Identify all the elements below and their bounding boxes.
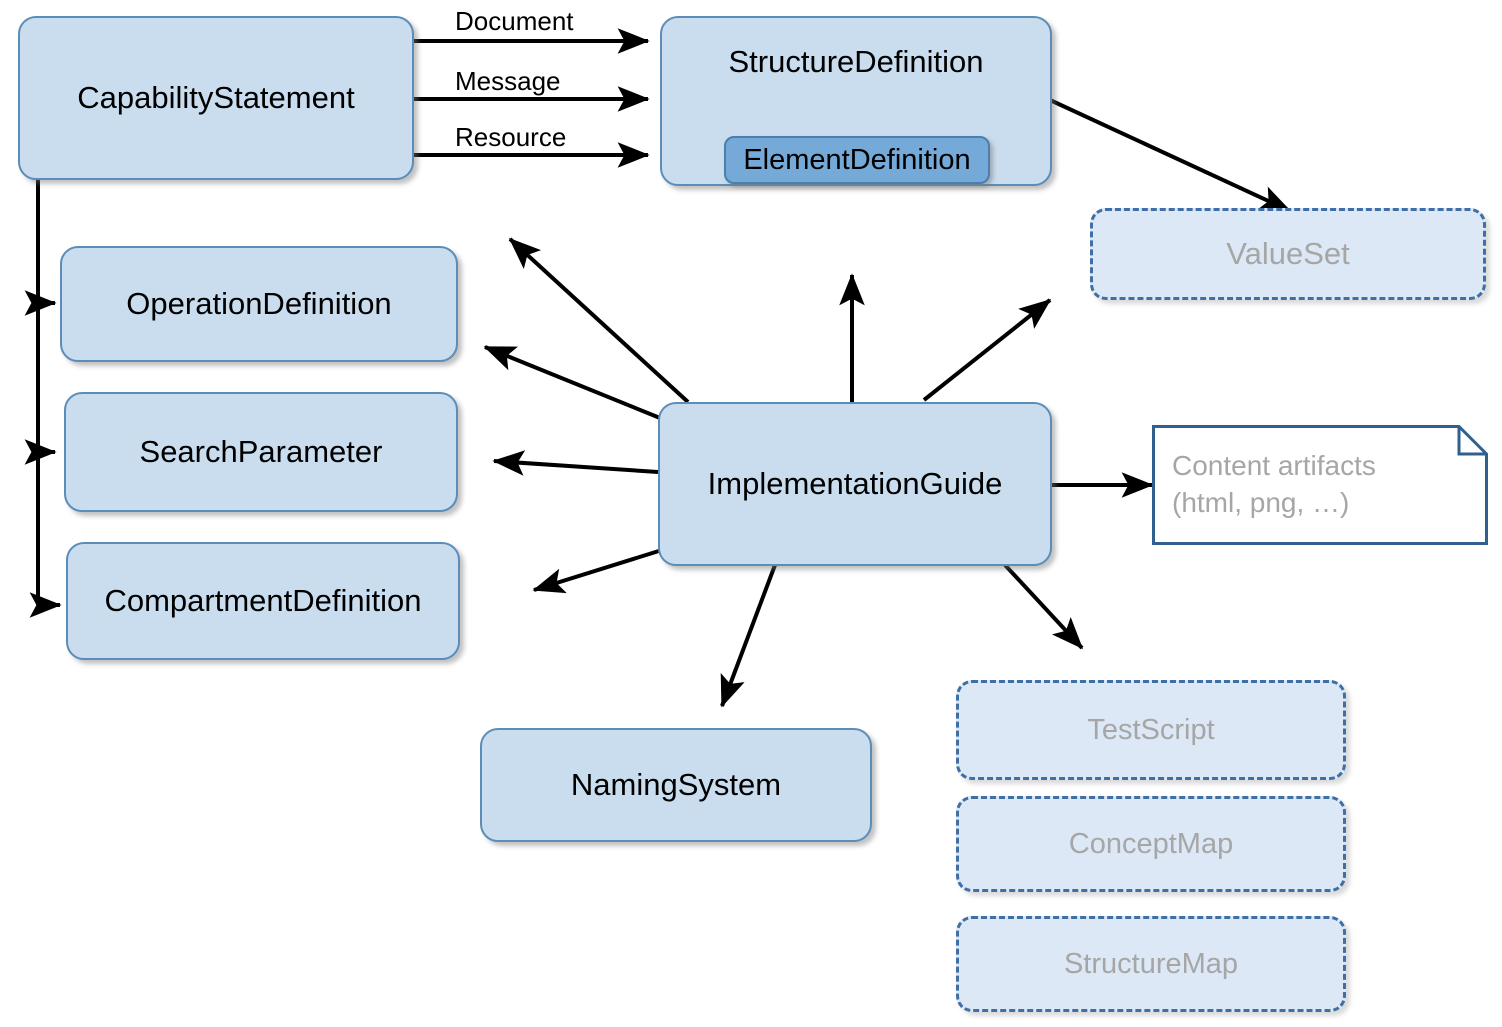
note-shape-outline xyxy=(1152,425,1488,545)
node-label-capability-statement: CapabilityStatement xyxy=(77,80,355,115)
edge-capabilitystatement-left-trunk xyxy=(24,178,62,618)
node-test-script[interactable]: TestScript xyxy=(956,680,1346,780)
node-compartment-definition[interactable]: CompartmentDefinition xyxy=(66,542,460,660)
node-element-definition[interactable]: ElementDefinition xyxy=(724,136,990,184)
node-label-naming-system: NamingSystem xyxy=(570,767,782,802)
edge-structuredefinition-valueset xyxy=(1049,98,1292,213)
node-label-value-set: ValueSet xyxy=(1226,236,1350,271)
node-content-artifacts[interactable]: Content artifacts (html, png, …) xyxy=(1152,425,1488,545)
node-value-set[interactable]: ValueSet xyxy=(1090,208,1486,300)
node-label-structure-map: StructureMap xyxy=(1063,947,1239,980)
node-search-parameter[interactable]: SearchParameter xyxy=(64,392,458,512)
node-label-concept-map: ConceptMap xyxy=(1068,827,1234,860)
node-implementation-guide[interactable]: ImplementationGuide xyxy=(658,402,1052,566)
edge-label-document: Document xyxy=(455,6,574,36)
edge-implementationguide-searchparameter xyxy=(492,450,659,476)
edge-label-message: Message xyxy=(455,66,561,96)
node-label-element-definition: ElementDefinition xyxy=(743,143,971,176)
node-label-compartment-definition: CompartmentDefinition xyxy=(104,583,422,618)
node-capability-statement[interactable]: CapabilityStatement xyxy=(18,16,414,180)
edge-implementationguide-structuredefinition xyxy=(508,237,690,404)
node-label-content-artifacts: Content artifacts (html, png, …) xyxy=(1172,450,1376,518)
node-structure-definition[interactable]: StructureDefinition ElementDefinition xyxy=(660,16,1052,186)
node-label-search-parameter: SearchParameter xyxy=(139,434,383,469)
edge-implementationguide-operationdefinition xyxy=(483,345,661,420)
edge-implementationguide-testscript xyxy=(1003,563,1084,650)
node-label-test-script: TestScript xyxy=(1087,713,1215,746)
edge-implementationguide-namingsystem xyxy=(720,564,777,708)
edge-implementationguide-compartmentdefinition xyxy=(532,548,663,594)
node-label-implementation-guide: ImplementationGuide xyxy=(707,466,1003,501)
edge-implementationguide-valueset xyxy=(922,298,1052,402)
node-concept-map[interactable]: ConceptMap xyxy=(956,796,1346,892)
node-label-structure-definition: StructureDefinition xyxy=(728,44,984,79)
node-operation-definition[interactable]: OperationDefinition xyxy=(60,246,458,362)
node-naming-system[interactable]: NamingSystem xyxy=(480,728,872,842)
edge-label-resource: Resource xyxy=(455,122,567,152)
node-structure-map[interactable]: StructureMap xyxy=(956,916,1346,1012)
node-label-operation-definition: OperationDefinition xyxy=(126,286,392,321)
